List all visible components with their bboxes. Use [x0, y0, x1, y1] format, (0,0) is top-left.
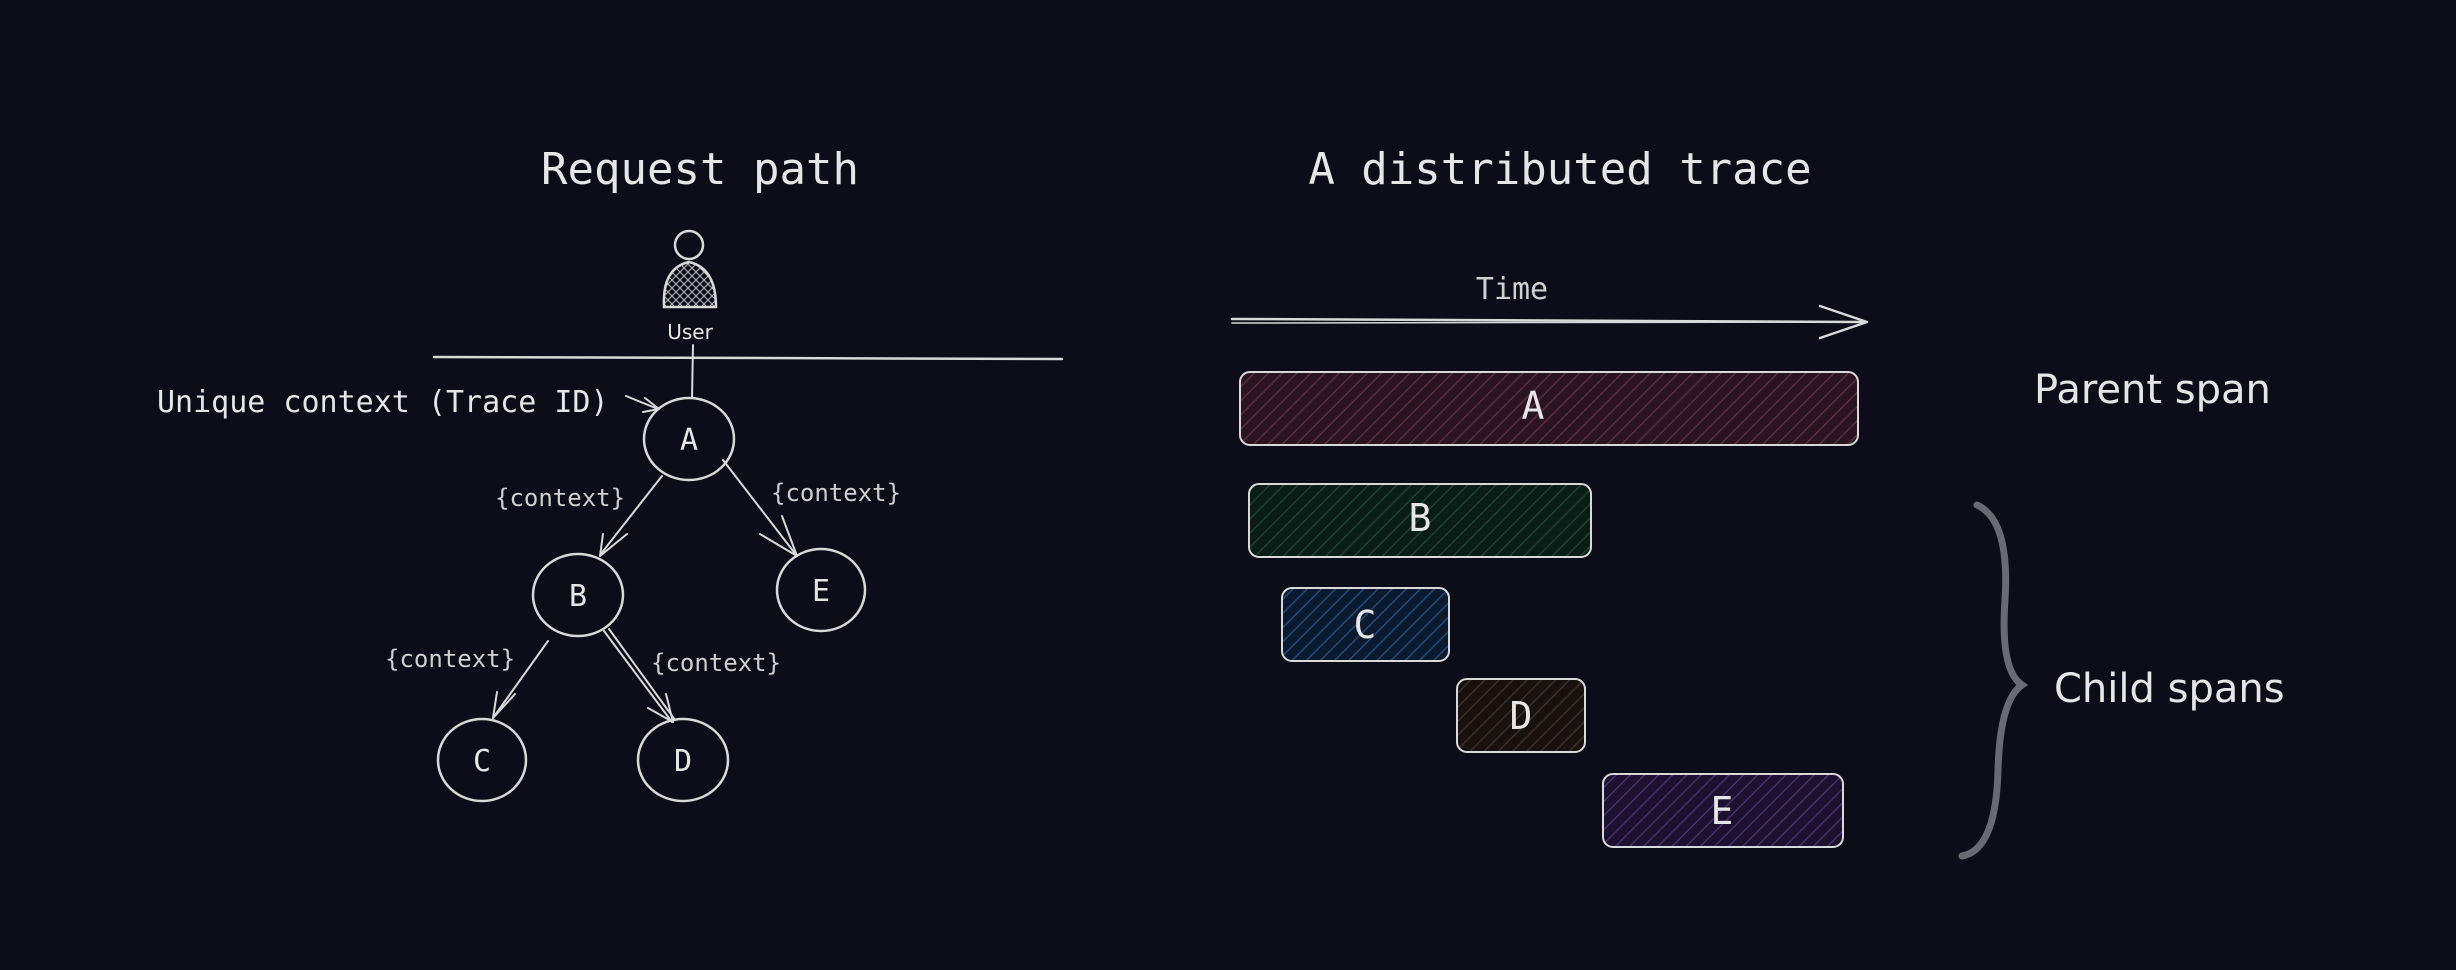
- time-arrow: [1230, 304, 1869, 340]
- node-d-label: D: [674, 744, 692, 779]
- span-a-label: A: [1522, 384, 1545, 428]
- node-b: B: [531, 552, 625, 638]
- span-a: A: [1239, 371, 1859, 446]
- edge-a-b: [599, 475, 663, 557]
- node-e-label: E: [812, 574, 830, 609]
- request-path-title: Request path: [541, 144, 859, 195]
- edge-label-b-c: {context}: [385, 645, 515, 673]
- distributed-trace-title: A distributed trace: [1308, 144, 1811, 195]
- span-b: B: [1248, 483, 1592, 558]
- node-c: C: [436, 717, 528, 803]
- edge-b-c: [492, 640, 549, 719]
- node-d: D: [636, 717, 730, 803]
- span-d: D: [1456, 678, 1586, 753]
- user-icon: [662, 229, 718, 309]
- span-e-label: E: [1711, 789, 1734, 833]
- edge-label-b-d: {context}: [651, 649, 781, 677]
- user-to-a-line: [691, 344, 694, 399]
- edge-label-a-e: {context}: [771, 479, 901, 507]
- node-e: E: [775, 547, 867, 633]
- span-e: E: [1602, 773, 1844, 848]
- span-d-label: D: [1510, 694, 1533, 738]
- child-spans-label: Child spans: [2054, 666, 2285, 712]
- trace-id-label: Unique context (Trace ID): [157, 385, 609, 420]
- boundary-line: [432, 355, 1064, 361]
- user-label: User: [667, 320, 713, 344]
- span-c-label: C: [1354, 603, 1377, 647]
- trace-id-arrow: [625, 395, 660, 413]
- span-c: C: [1281, 587, 1450, 662]
- node-a-label: A: [680, 423, 698, 458]
- span-b-label: B: [1409, 496, 1432, 540]
- edge-a-e: [722, 459, 798, 557]
- child-spans-brace: [1958, 501, 2029, 860]
- node-b-label: B: [569, 579, 587, 614]
- edge-label-a-b: {context}: [495, 484, 625, 512]
- node-c-label: C: [473, 744, 491, 779]
- node-a: A: [642, 396, 736, 482]
- parent-span-label: Parent span: [2034, 367, 2271, 413]
- edge-b-d: [603, 628, 676, 723]
- time-label: Time: [1476, 272, 1548, 307]
